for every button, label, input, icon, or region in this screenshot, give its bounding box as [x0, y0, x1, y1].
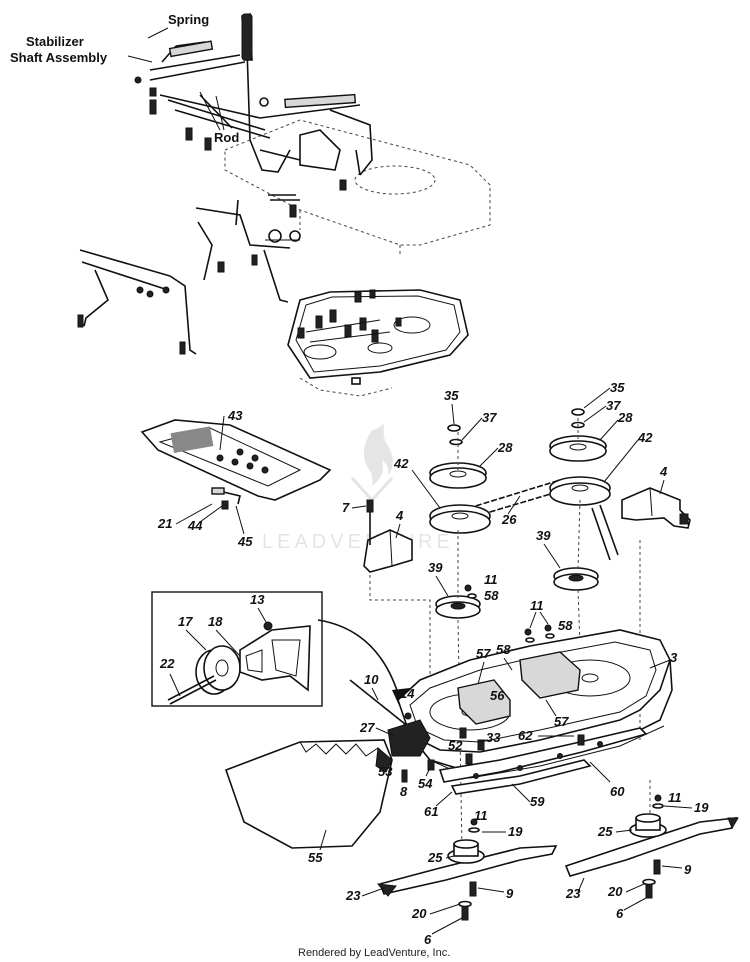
rod-leader [199, 91, 225, 131]
arrow-to-deck [317, 619, 401, 701]
callout-7: 7 [342, 500, 350, 515]
callout-39: 39 [428, 560, 443, 575]
watermark-v-icon [350, 476, 394, 503]
callout-4: 4 [659, 464, 668, 479]
watermark-flame-icon [363, 424, 393, 486]
callout-53: 53 [378, 764, 393, 779]
callout-19: 19 [508, 824, 523, 839]
callout-20: 20 [411, 906, 427, 921]
callout-37: 37 [606, 398, 621, 413]
callout-61: 61 [424, 804, 438, 819]
callout-20: 20 [607, 884, 623, 899]
callout-17: 17 [178, 614, 193, 629]
callout-9: 9 [506, 886, 514, 901]
foot-plate [140, 419, 332, 510]
watermark-text: LEADVENTURE [262, 531, 454, 553]
callout-4: 4 [395, 508, 404, 523]
callout-35: 35 [444, 388, 459, 403]
callout-25: 25 [427, 850, 443, 865]
rod-label: Rod [214, 130, 239, 145]
stabilizer-leader [127, 55, 153, 63]
mower-deck-top [287, 289, 469, 397]
callout-18: 18 [208, 614, 223, 629]
callout-43: 43 [227, 408, 243, 423]
callout-6: 6 [616, 906, 624, 921]
callout-57: 57 [554, 714, 569, 729]
spring-label: Spring [168, 12, 209, 27]
callout-58: 58 [558, 618, 573, 633]
mower-deck [349, 629, 673, 795]
callout-39: 39 [536, 528, 551, 543]
stabilizer-label-line2: Shaft Assembly [10, 50, 108, 65]
callout-59: 59 [530, 794, 545, 809]
callout-11: 11 [484, 572, 498, 587]
callout-8: 8 [400, 784, 408, 799]
callout-25: 25 [597, 824, 613, 839]
callout-6: 6 [424, 932, 432, 947]
callout-11: 11 [474, 808, 488, 823]
callout-numbers: 35 37 28 42 26 35 37 28 42 4 43 21 44 45… [157, 380, 709, 947]
callout-45: 45 [237, 534, 253, 549]
bracket-right [621, 487, 691, 529]
callout-58: 58 [484, 588, 499, 603]
callout-56: 56 [490, 688, 505, 703]
callout-13: 13 [250, 592, 265, 607]
callout-28: 28 [617, 410, 633, 425]
callout-42: 42 [393, 456, 409, 471]
blade-right [564, 794, 739, 899]
callout-22: 22 [159, 656, 175, 671]
bracket-left [363, 499, 413, 573]
callout-27: 27 [359, 720, 375, 735]
footer-credit: Rendered by LeadVenture, Inc. [298, 947, 450, 959]
callout-44: 44 [187, 518, 203, 533]
callout-54: 54 [418, 776, 433, 791]
callout-9: 9 [684, 862, 692, 877]
callout-14: 14 [400, 686, 415, 701]
callout-23: 23 [565, 886, 581, 901]
callout-33: 33 [486, 730, 501, 745]
callout-37: 37 [482, 410, 497, 425]
callout-3: 3 [670, 650, 678, 665]
callout-35: 35 [610, 380, 625, 395]
callout-60: 60 [610, 784, 625, 799]
callout-58: 58 [496, 642, 511, 657]
callout-19: 19 [694, 800, 709, 815]
callout-55: 55 [308, 850, 323, 865]
stabilizer-label-line1: Stabilizer [26, 34, 84, 49]
callout-62: 62 [518, 728, 533, 743]
callout-42: 42 [637, 430, 653, 445]
blade-left [376, 818, 558, 921]
pulleys [369, 408, 651, 851]
callout-21: 21 [157, 516, 172, 531]
callout-57: 57 [476, 646, 491, 661]
callout-28: 28 [497, 440, 513, 455]
callout-26: 26 [501, 512, 517, 527]
spring-leader [147, 27, 169, 39]
callout-11: 11 [530, 598, 544, 613]
callout-10: 10 [364, 672, 379, 687]
callout-11: 11 [668, 790, 682, 805]
discharge-chute [224, 739, 393, 849]
inset-box [151, 591, 323, 707]
callout-52: 52 [448, 738, 463, 753]
lift-linkage-assembly [77, 12, 491, 355]
callout-23: 23 [345, 888, 361, 903]
